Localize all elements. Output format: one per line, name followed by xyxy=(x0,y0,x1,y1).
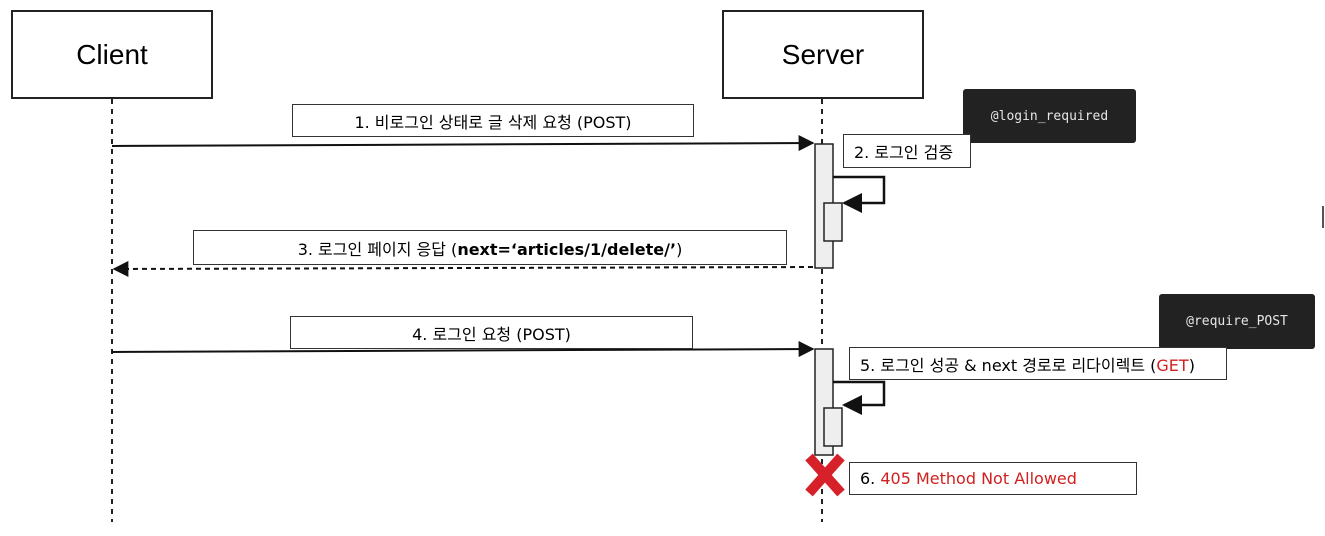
message-label-1: 1. 비로그인 상태로 글 삭제 요청 (POST) xyxy=(292,104,694,137)
message-text-6: 6. 405 Method Not Allowed xyxy=(860,469,1077,488)
message-5-method: GET xyxy=(1156,355,1189,375)
message-text-2: 2. 로그인 검증 xyxy=(854,143,954,162)
arrow-m1 xyxy=(111,135,815,152)
login-required-text: @login_required xyxy=(990,108,1109,124)
message-label-2: 2. 로그인 검증 xyxy=(843,134,971,168)
server-self-activation-1 xyxy=(823,202,843,242)
message-text-4: 4. 로그인 요청 (POST) xyxy=(412,324,571,344)
client-actor: Client xyxy=(11,10,213,99)
edge-marker xyxy=(1322,206,1324,228)
arrow-m3 xyxy=(112,260,814,277)
message-label-4: 4. 로그인 요청 (POST) xyxy=(290,316,693,349)
server-actor: Server xyxy=(722,10,924,99)
message-text-1: 1. 비로그인 상태로 글 삭제 요청 (POST) xyxy=(354,112,632,132)
server-self-activation-2 xyxy=(823,407,843,447)
message-label-5: 5. 로그인 성공 & next 경로로 리다이렉트 (GET) xyxy=(849,347,1227,380)
message-6-prefix: 6. xyxy=(860,469,881,488)
message-6-status: 405 Method Not Allowed xyxy=(880,469,1077,488)
arrow-self-m2 xyxy=(833,175,886,213)
require-post-badge: @require_POST xyxy=(1159,294,1315,349)
message-label-3: 3. 로그인 페이지 응답 (next=‘articles/1/delete/’… xyxy=(193,230,787,265)
message-label-6: 6. 405 Method Not Allowed xyxy=(849,462,1137,495)
message-text-3: 3. 로그인 페이지 응답 (next=‘articles/1/delete/’… xyxy=(298,236,683,260)
require-post-text: @require_POST xyxy=(1186,314,1288,329)
server-actor-label: Server xyxy=(781,38,865,70)
arrow-m4 xyxy=(111,341,815,358)
message-5-suffix: ) xyxy=(1188,355,1195,375)
arrow-self-m5 xyxy=(833,380,886,415)
destroy-x-icon xyxy=(805,453,845,497)
message-3-prefix: 3. 로그인 페이지 응답 ( xyxy=(297,239,458,259)
message-3-suffix: ) xyxy=(676,239,683,259)
login-required-badge: @login_required xyxy=(963,89,1136,143)
message-text-5: 5. 로그인 성공 & next 경로로 리다이렉트 (GET) xyxy=(860,352,1195,376)
client-actor-label: Client xyxy=(76,38,148,70)
message-5-prefix: 5. 로그인 성공 & next 경로로 리다이렉트 ( xyxy=(860,355,1157,375)
message-3-next-param: next=‘articles/1/delete/’ xyxy=(457,239,677,259)
